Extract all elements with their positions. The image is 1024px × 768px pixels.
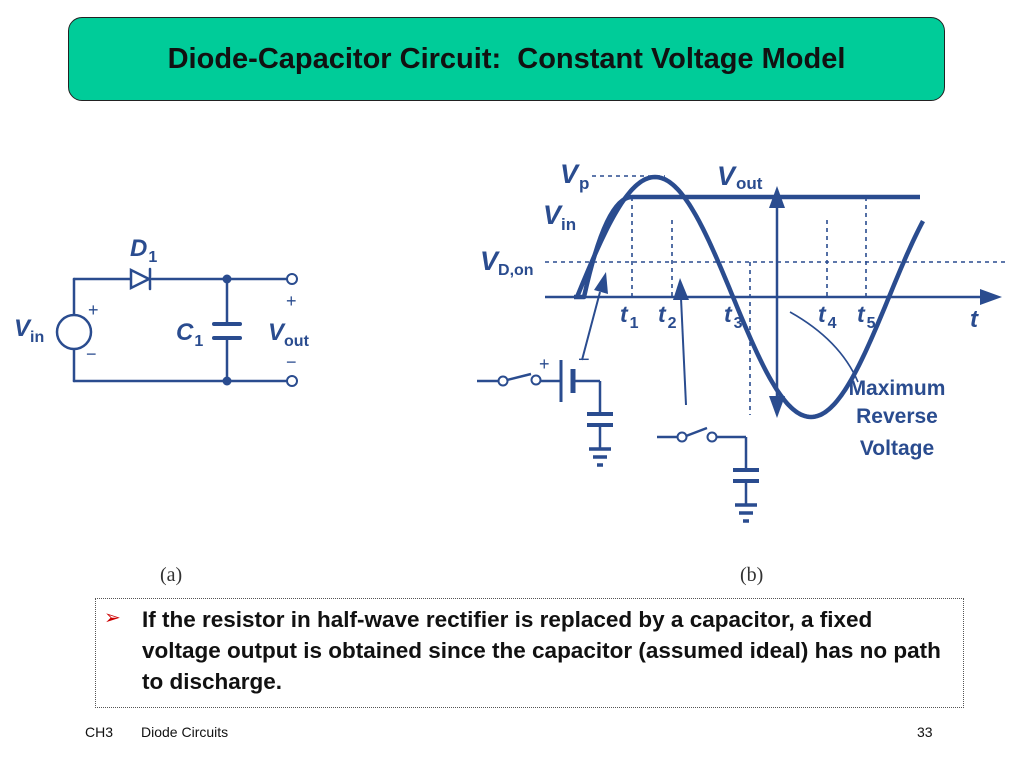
caption-b: (b) <box>740 564 763 586</box>
vout-waveform <box>574 194 920 300</box>
capacitor-symbol <box>212 322 242 340</box>
vin-waveform <box>574 174 925 420</box>
node-dot-bottom <box>222 376 232 386</box>
battery-plus: + <box>539 354 550 374</box>
vdon-label: VD,on <box>480 246 534 279</box>
max-reverse-voltage-arrow <box>769 186 785 418</box>
annotation-line-3: Voltage <box>860 437 934 460</box>
vin-label: Vin <box>14 315 44 346</box>
caption-a: (a) <box>160 564 182 586</box>
bullet-arrow-icon: ➢ <box>104 605 121 629</box>
node-dot-top <box>222 274 232 284</box>
battery-minus: − <box>578 349 590 371</box>
slide-title: Diode-Capacitor Circuit: Constant Voltag… <box>167 42 846 75</box>
vout-label: Vout <box>268 319 310 350</box>
figure: D1 C1 Vin Vout + − + − (a) <box>14 159 1005 586</box>
title-box: Diode-Capacitor Circuit: Constant Voltag… <box>68 17 945 101</box>
output-minus: − <box>286 352 297 372</box>
charging-switch-circuit <box>477 360 613 467</box>
waveform-diagram <box>477 174 1005 523</box>
circuit-diagram <box>72 277 288 383</box>
annotation-line-1: Maximum <box>849 377 946 400</box>
vin-wave-label: Vin <box>543 200 576 234</box>
source-plus: + <box>88 300 99 320</box>
output-terminal-top <box>286 273 298 285</box>
annotation-leader <box>789 311 859 383</box>
hold-arrow <box>673 278 689 406</box>
hold-switch-circuit <box>657 426 759 523</box>
time-axis-arrow <box>980 289 1002 305</box>
voltage-source-symbol <box>55 313 93 351</box>
vout-wave-label: Vout <box>717 161 763 193</box>
diode-symbol <box>129 267 152 291</box>
source-minus: − <box>86 344 97 364</box>
diode-label: D1 <box>130 235 157 266</box>
output-terminal-bottom <box>286 375 298 387</box>
footer-chapter: CH3 <box>85 724 114 740</box>
output-plus: + <box>286 291 297 311</box>
capacitor-label: C1 <box>176 319 203 350</box>
page-number: 33 <box>917 724 933 740</box>
bullet-box: ➢ If the resistor in half-wave rectifier… <box>95 598 964 708</box>
charging-arrow <box>581 272 608 361</box>
annotation-line-2: Reverse <box>856 405 938 428</box>
time-axis-label: t <box>970 306 979 333</box>
bullet-text: If the resistor in half-wave rectifier i… <box>142 607 941 694</box>
footer-section: Diode Circuits <box>141 724 229 740</box>
vp-label: Vp <box>560 159 589 193</box>
